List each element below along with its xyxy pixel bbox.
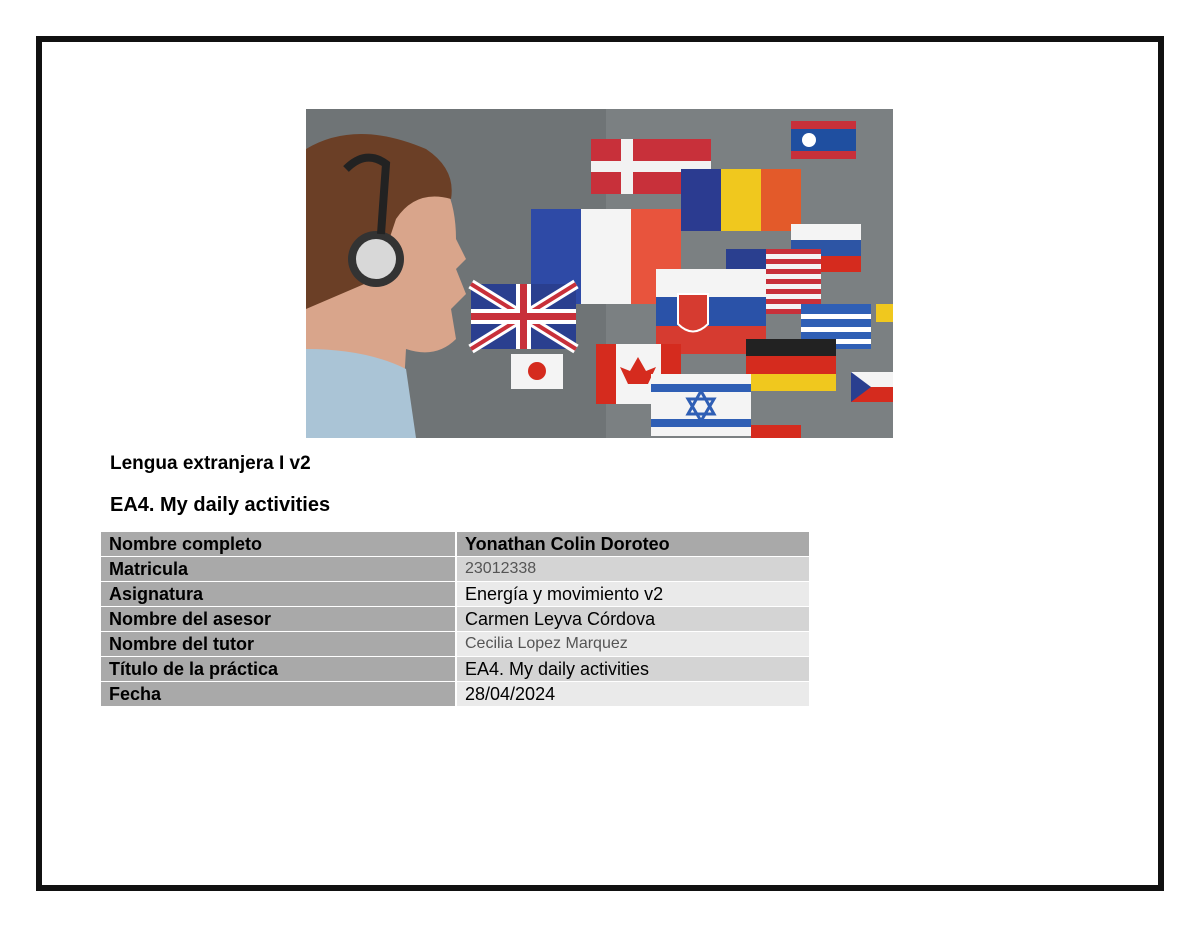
table-row: Matricula 23012338	[101, 556, 809, 582]
row-value: 23012338	[456, 556, 809, 582]
table-row: Fecha 28/04/2024	[101, 681, 809, 707]
document-title: EA4. My daily activities	[110, 494, 331, 516]
row-value: Yonathan Colin Doroteo	[456, 532, 809, 557]
row-label: Nombre del asesor	[101, 606, 457, 632]
table-row: Título de la práctica EA4. My daily acti…	[101, 656, 809, 682]
table-row: Nombre del asesor Carmen Leyva Córdova	[101, 606, 809, 632]
row-label: Título de la práctica	[101, 656, 457, 682]
row-label: Matricula	[101, 556, 457, 582]
row-label: Asignatura	[101, 581, 457, 607]
row-label: Fecha	[101, 681, 457, 707]
row-label: Nombre completo	[101, 532, 457, 557]
row-value: EA4. My daily activities	[456, 656, 809, 682]
page-border	[36, 36, 1164, 891]
row-label: Nombre del tutor	[101, 631, 457, 657]
row-value: Cecilia Lopez Marquez	[456, 631, 809, 657]
row-value: Carmen Leyva Córdova	[456, 606, 809, 632]
table-row: Asignatura Energía y movimiento v2	[101, 581, 809, 607]
student-info-table: Nombre completo Yonathan Colin Doroteo M…	[101, 532, 809, 707]
subject-heading: Lengua extranjera I v2	[110, 453, 311, 474]
table-row: Nombre del tutor Cecilia Lopez Marquez	[101, 631, 809, 657]
table-row: Nombre completo Yonathan Colin Doroteo	[101, 532, 809, 557]
row-value: 28/04/2024	[456, 681, 809, 707]
row-value: Energía y movimiento v2	[456, 581, 809, 607]
cover-image	[306, 109, 893, 438]
